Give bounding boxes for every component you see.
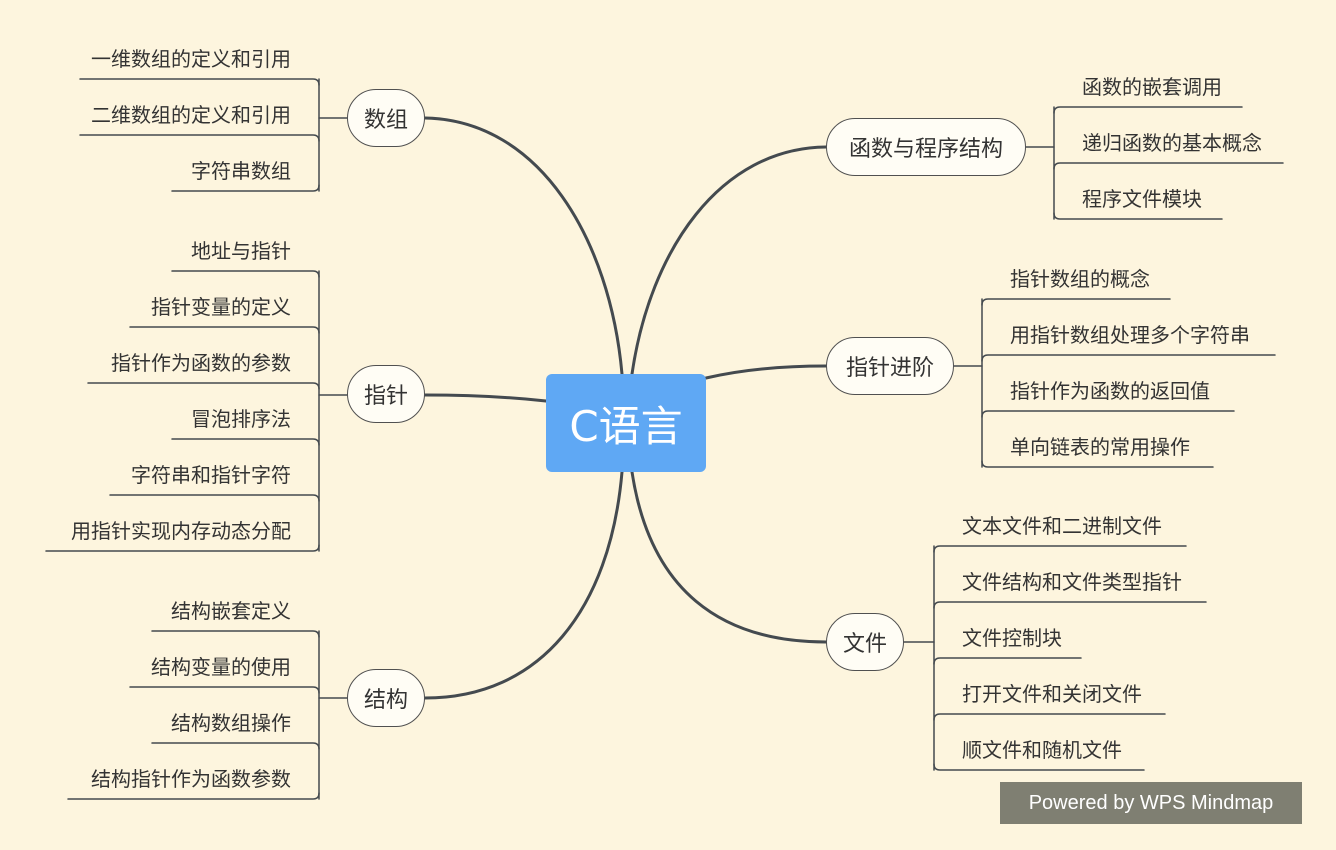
connector-line — [423, 393, 548, 403]
connector-line — [109, 494, 320, 502]
connector-line — [87, 382, 320, 390]
leaf-node[interactable]: 指针变量的定义 — [151, 295, 291, 319]
leaf-node[interactable]: 结构数组操作 — [171, 711, 291, 735]
leaf-node[interactable]: 冒泡排序法 — [191, 407, 291, 431]
connector-line — [630, 145, 828, 376]
leaf-node[interactable]: 打开文件和关闭文件 — [962, 682, 1142, 706]
branch-node-pointers[interactable]: 指针 — [347, 365, 425, 423]
connector-line — [704, 364, 828, 380]
connector-line — [45, 544, 320, 552]
connector-line — [630, 470, 828, 644]
connector-line — [1053, 212, 1223, 220]
leaf-node[interactable]: 顺文件和随机文件 — [962, 738, 1122, 762]
branch-node-functions[interactable]: 函数与程序结构 — [826, 118, 1026, 176]
leaf-node[interactable]: 文本文件和二进制文件 — [962, 514, 1162, 538]
leaf-node[interactable]: 递归函数的基本概念 — [1082, 131, 1262, 155]
connector-line — [933, 545, 1187, 553]
connector-line — [933, 601, 1207, 609]
connector-line — [1053, 162, 1284, 170]
leaf-node[interactable]: 程序文件模块 — [1082, 187, 1202, 211]
leaf-node[interactable]: 指针作为函数的返回值 — [1010, 379, 1210, 403]
leaf-node[interactable]: 字符串和指针字符 — [131, 463, 291, 487]
connector-line — [171, 184, 320, 192]
connector-line — [981, 298, 1171, 306]
branch-node-arrays[interactable]: 数组 — [347, 89, 425, 147]
leaf-node[interactable]: 地址与指针 — [191, 239, 291, 263]
leaf-node[interactable]: 文件结构和文件类型指针 — [962, 570, 1182, 594]
leaf-node[interactable]: 结构指针作为函数参数 — [91, 767, 291, 791]
connector-line — [423, 116, 624, 376]
connector-line — [981, 410, 1235, 418]
connector-line — [933, 763, 1145, 771]
leaf-node[interactable]: 结构变量的使用 — [151, 655, 291, 679]
connector-line — [79, 78, 320, 86]
leaf-node[interactable]: 函数的嵌套调用 — [1082, 75, 1222, 99]
leaf-node[interactable]: 用指针数组处理多个字符串 — [1010, 323, 1250, 347]
leaf-node[interactable]: 指针作为函数的参数 — [111, 351, 291, 375]
connector-line — [933, 713, 1166, 721]
connector-line — [67, 792, 320, 800]
connector-line — [1053, 106, 1243, 114]
branch-node-files[interactable]: 文件 — [826, 613, 904, 671]
root-node[interactable]: C语言 — [546, 374, 706, 472]
branch-node-structs[interactable]: 结构 — [347, 669, 425, 727]
leaf-node[interactable]: 用指针实现内存动态分配 — [71, 519, 291, 543]
connector-line — [933, 657, 1082, 665]
connector-line — [981, 354, 1276, 362]
leaf-node[interactable]: 文件控制块 — [962, 626, 1062, 650]
leaf-node[interactable]: 一维数组的定义和引用 — [91, 47, 291, 71]
connector-line — [981, 460, 1214, 468]
connector-line — [129, 686, 320, 694]
leaf-node[interactable]: 二维数组的定义和引用 — [91, 103, 291, 127]
connector-line — [79, 134, 320, 142]
connector-line — [171, 270, 320, 278]
connector-line — [129, 326, 320, 334]
connector-line — [151, 742, 320, 750]
leaf-node[interactable]: 单向链表的常用操作 — [1010, 435, 1190, 459]
leaf-node[interactable]: 指针数组的概念 — [1010, 267, 1150, 291]
connector-line — [423, 470, 624, 700]
leaf-node[interactable]: 结构嵌套定义 — [171, 599, 291, 623]
branch-node-advanced-pointers[interactable]: 指针进阶 — [826, 337, 954, 395]
connector-line — [151, 630, 320, 638]
connector-line — [171, 438, 320, 446]
leaf-node[interactable]: 字符串数组 — [191, 159, 291, 183]
watermark-badge: Powered by WPS Mindmap — [1000, 782, 1302, 824]
